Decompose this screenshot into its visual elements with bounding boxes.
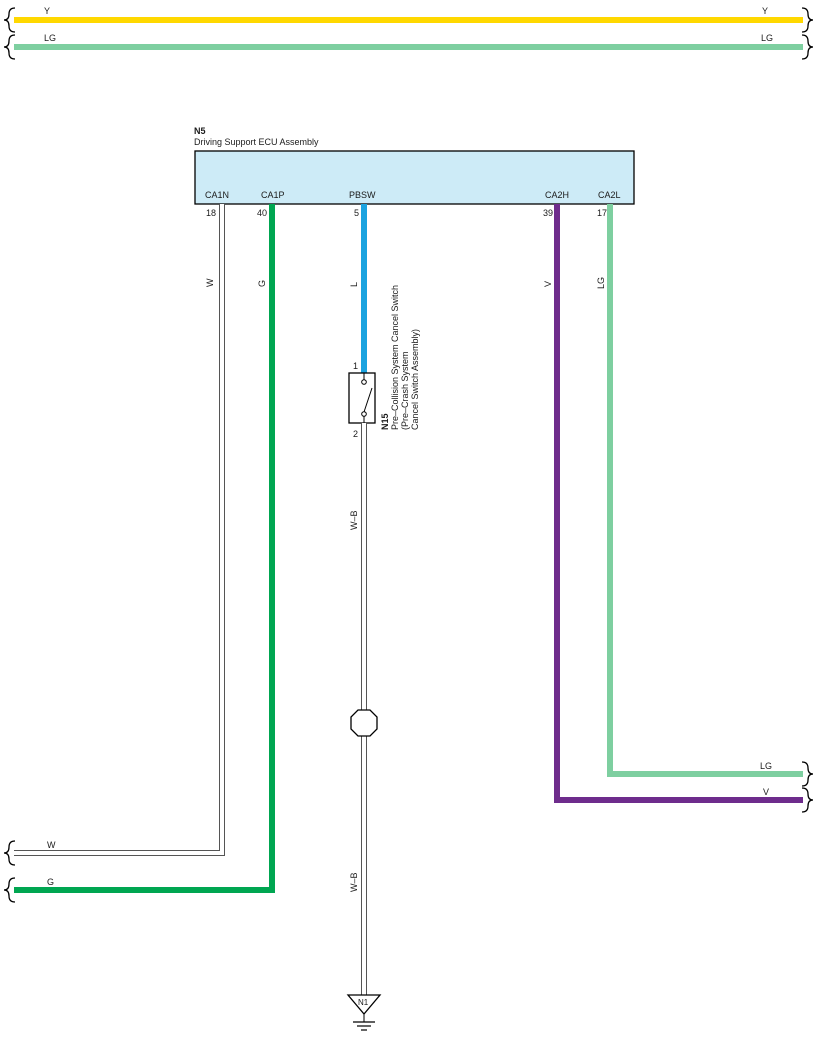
continuation-bracket-w — [3, 840, 16, 866]
continuation-bracket-v — [801, 787, 814, 813]
wire-ca2l-label-end: LG — [760, 761, 772, 771]
switch-name-line3: Cancel Switch Assembly) — [410, 329, 420, 430]
ecu-pin-number-40: 40 — [257, 208, 267, 218]
switch-id: N15 — [380, 413, 390, 430]
wire-ca2h-label-end: V — [763, 787, 769, 797]
ecu-pin-label-pbsw: PBSW — [349, 190, 376, 200]
ecu-pin-label-ca1n: CA1N — [205, 190, 229, 200]
ecu-pin-number-17: 17 — [597, 208, 607, 218]
cancel-switch: 1 2 N15 Pre–Collision System Cancel Swit… — [348, 285, 420, 439]
switch-pin-2: 2 — [353, 429, 358, 439]
ecu-pin-label-ca2h: CA2H — [545, 190, 569, 200]
switch-pin-1: 1 — [353, 361, 358, 371]
switch-name-line1: Pre–Collision System Cancel Switch — [390, 285, 400, 430]
ground-id: N1 — [358, 998, 369, 1007]
ecu-pin-number-5: 5 — [354, 208, 359, 218]
continuation-bracket-lg — [801, 761, 814, 787]
top-wire-y: Y Y — [14, 6, 803, 23]
wire-pbsw: L — [349, 204, 367, 373]
ground-point: N1 — [346, 994, 382, 1031]
top-wire-lg-label-left: LG — [44, 33, 56, 43]
ecu-pin-label-ca1p: CA1P — [261, 190, 285, 200]
switch-contact-top — [361, 379, 367, 385]
switch-contact-bottom — [361, 411, 367, 417]
ecu-name: Driving Support ECU Assembly — [194, 137, 319, 147]
wire-pbsw-label: L — [349, 282, 359, 287]
wire-ca1p-label-end: G — [47, 877, 54, 887]
ecu-pin-number-39: 39 — [543, 208, 553, 218]
switch-name-line2: (Pre–Crash System — [400, 351, 410, 430]
top-wire-lg: LG LG — [14, 33, 803, 50]
wire-ca2l-label: LG — [596, 277, 606, 289]
continuation-bracket-top-right — [801, 7, 814, 33]
switch-arm — [363, 387, 373, 413]
top-wire-lg-label-right: LG — [761, 33, 773, 43]
continuation-bracket-top-right-2 — [801, 34, 814, 60]
continuation-bracket-top-left-2 — [3, 34, 16, 60]
wire-ca1p-label: G — [257, 280, 267, 287]
ground-triangle — [346, 994, 382, 1016]
top-wire-y-label-left: Y — [44, 6, 50, 16]
continuation-bracket-g — [3, 877, 16, 903]
wire-ca1n-label: W — [205, 278, 215, 287]
top-wire-y-label-right: Y — [762, 6, 768, 16]
wire-ca1p: G G — [14, 204, 275, 893]
wire-ca1n: W W — [14, 204, 225, 856]
wire-ca1n-label-end: W — [47, 840, 56, 850]
ecu-id: N5 — [194, 126, 206, 136]
wire-ground: W–B W–B — [349, 423, 367, 995]
wire-ground-label-lower: W–B — [349, 872, 359, 892]
wire-ca2l: LG LG — [596, 204, 803, 777]
junction-connector — [350, 709, 378, 737]
ecu-pin-label-ca2l: CA2L — [598, 190, 621, 200]
ecu-box — [194, 150, 635, 205]
ecu-pin-number-18: 18 — [206, 208, 216, 218]
continuation-bracket-top-left — [3, 7, 16, 33]
wire-ca2h: V V — [543, 204, 803, 803]
wire-ca2h-label: V — [543, 281, 553, 287]
wire-ground-label-upper: W–B — [349, 510, 359, 530]
